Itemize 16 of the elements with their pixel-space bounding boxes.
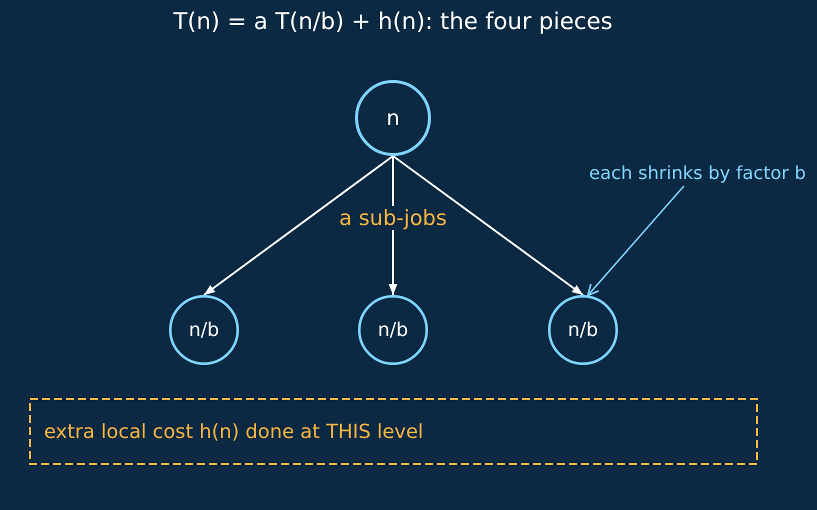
node-label: n/b: [378, 319, 408, 341]
node-label: n/b: [188, 319, 220, 341]
circle-node: [169, 295, 239, 365]
note-text: extra local cost h(n) done at THIS level: [44, 420, 424, 443]
circle-node: [358, 295, 428, 365]
title: T(n) = a T(n/b) + h(n): the four pieces: [173, 9, 613, 35]
node-label: n: [386, 106, 400, 130]
annotation-text: each shrinks by factor b: [589, 161, 815, 186]
leader-arrow: [587, 185, 685, 296]
edge-label: a sub-jobs: [337, 206, 449, 230]
circle-node: [548, 295, 618, 365]
dashed-box: [29, 398, 758, 465]
arrow: [392, 155, 584, 296]
circle-node: [355, 80, 431, 156]
node-label: n/b: [568, 319, 598, 341]
arrow: [203, 155, 394, 296]
